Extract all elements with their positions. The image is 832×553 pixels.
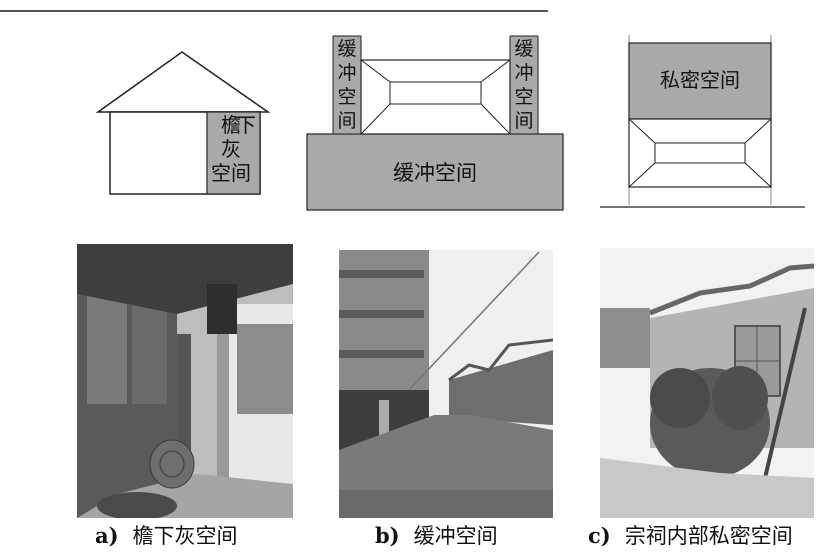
persp-line-bl <box>360 103 391 135</box>
c-persp-tr <box>744 118 772 144</box>
eave-gray-space <box>206 111 261 195</box>
c-persp-bl <box>628 162 656 188</box>
roof-outline <box>95 51 271 113</box>
c-persp-tl <box>628 118 656 144</box>
caption-b: b) 缓冲空间 <box>375 520 498 550</box>
courtyard-inner <box>654 142 746 164</box>
right-label-2: 冲 <box>514 62 533 84</box>
right-label-4: 间 <box>514 110 533 132</box>
private-space-block <box>628 42 772 120</box>
photo-buffer-alley <box>339 250 553 518</box>
street-frame <box>360 59 511 135</box>
caption-c: c) 宗祠内部私密空间 <box>588 520 793 550</box>
caption-c-letter: c) <box>588 523 611 548</box>
eave-corridor-image <box>77 244 293 518</box>
persp-line-br <box>480 103 511 135</box>
street-inner <box>389 81 482 105</box>
base-label: 缓冲空间 <box>393 161 477 185</box>
photo-eave-corridor <box>77 244 293 518</box>
photo-private-courtyard <box>600 248 814 518</box>
diagram-c: 私密空间 <box>600 35 805 208</box>
persp-line-tr <box>480 59 511 83</box>
right-label-1: 缓 <box>514 38 533 60</box>
private-label: 私密空间 <box>660 68 740 92</box>
right-pillar <box>509 35 539 135</box>
left-label-3: 空 <box>337 86 356 108</box>
eave-label-3: 灰 <box>221 137 241 161</box>
caption-b-text: 缓冲空间 <box>413 524 498 548</box>
buffer-base <box>306 133 564 211</box>
eave-label-2: 下 <box>236 113 256 137</box>
diagram-b: 缓 冲 空 间 缓 冲 空 间 缓冲空间 <box>306 35 564 211</box>
caption-a-letter: a) <box>95 523 119 548</box>
persp-line-tl <box>360 59 391 83</box>
left-label-2: 冲 <box>337 62 356 84</box>
private-courtyard-image <box>600 248 814 518</box>
caption-a-text: 檐下灰空间 <box>132 524 238 548</box>
left-label-4: 间 <box>337 110 356 132</box>
right-label-3: 空 <box>514 86 533 108</box>
eave-label-4: 空间 <box>211 161 251 185</box>
caption-b-letter: b) <box>375 523 400 548</box>
caption-a: a) 檐下灰空间 <box>95 520 238 550</box>
c-persp-br <box>744 162 772 188</box>
left-label-1: 缓 <box>337 38 356 60</box>
courtyard-frame <box>628 118 772 188</box>
diagram-a: 檐 下 灰 空间 <box>95 51 271 195</box>
caption-c-text: 宗祠内部私密空间 <box>624 524 793 548</box>
top-rule <box>0 10 548 12</box>
eave-label-1: 檐 <box>221 113 241 137</box>
buffer-alley-image <box>339 250 553 518</box>
